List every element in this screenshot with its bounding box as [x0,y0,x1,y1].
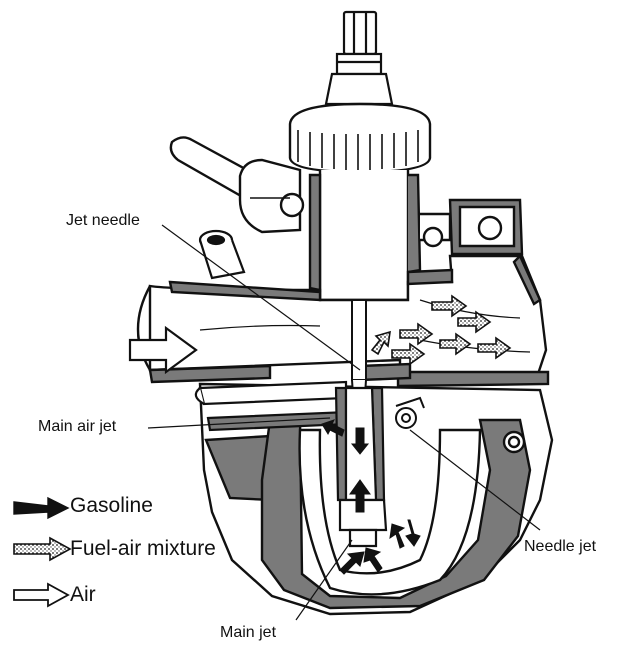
leader-lines [147,224,541,621]
air-inlet-arrow [128,325,198,375]
label-main-jet: Main jet [220,624,277,641]
slide-housing [308,170,422,302]
legend-label-gasoline: Gasoline [70,494,153,517]
legend-arrows [13,496,72,608]
top-fitting [324,10,394,106]
fuel-air-mixture-arrows [370,294,512,366]
legend-fuel-air-arrow [13,536,72,562]
gasoline-flow-arrows [321,419,421,575]
label-needle-jet: Needle jet [524,538,597,555]
slide-cap [288,102,432,174]
carburetor-body [136,253,550,388]
legend-gasoline-arrow [13,496,70,520]
legend-label-fuel-air-mixture: Fuel-air mixture [70,537,216,560]
needle-jet [334,386,388,548]
legend-label-air: Air [70,583,96,606]
overflow-nipple [198,229,246,280]
pilot-screw [395,396,425,429]
legend-air-arrow [13,582,70,608]
label-main-air-jet: Main air jet [38,418,117,435]
mounting-ear-left [169,136,305,234]
label-jet-needle: Jet needle [66,212,140,229]
mounting-lug-right [420,198,524,256]
